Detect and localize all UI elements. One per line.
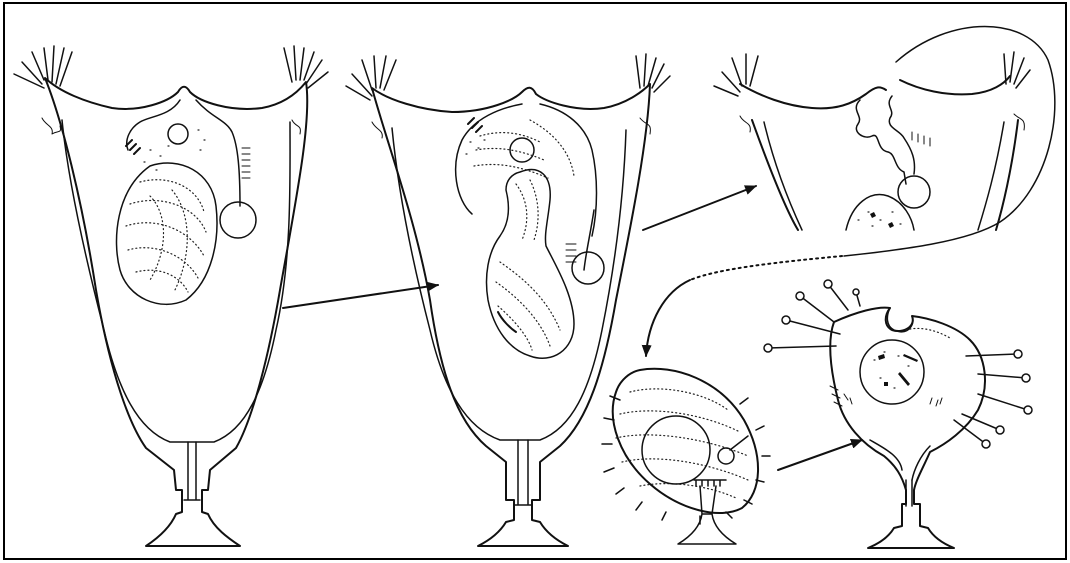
arrow-stage-2-to-3 bbox=[643, 186, 756, 230]
stage-2-stalk bbox=[514, 440, 532, 505]
stage-3-oral-tube bbox=[856, 96, 914, 184]
arrow-stage-1-to-2 bbox=[283, 285, 438, 308]
stage-1-stalk bbox=[184, 442, 200, 500]
stage-2-cilia-right bbox=[636, 54, 670, 92]
stage-5-macronucleus bbox=[860, 340, 924, 404]
stage-1-cilia-left bbox=[14, 46, 72, 88]
stage-3-oral-eversion bbox=[714, 27, 1055, 257]
stage-5-chromatin bbox=[878, 354, 918, 386]
stage-5-tentacle-knobs bbox=[764, 280, 1032, 448]
stage-2-peristome-lips bbox=[372, 118, 650, 138]
stage-1-macronucleus bbox=[116, 163, 216, 304]
figure-border bbox=[4, 3, 1066, 559]
arrow-stage-4-to-5 bbox=[778, 440, 862, 470]
stage-3-outer-walls bbox=[752, 120, 1018, 230]
stage-3-body-left bbox=[740, 84, 886, 108]
stage-1-micronucleus-mark bbox=[126, 140, 140, 154]
stage-4-canal bbox=[730, 436, 748, 450]
stage-2-food-vacuole bbox=[510, 138, 534, 162]
stage-4-macronucleus bbox=[642, 416, 710, 484]
stage-1-adult-cell bbox=[14, 46, 328, 546]
stage-3-peristome-lips bbox=[740, 114, 1024, 132]
stage-5-oral-cup bbox=[887, 308, 913, 332]
stage-1-macronucleus-texture bbox=[126, 180, 206, 292]
stage-5-granules bbox=[906, 328, 950, 338]
stage-4-bands bbox=[616, 389, 748, 498]
stage-5-radiating-tentacles bbox=[768, 284, 1028, 444]
stage-1-vacuole-canal-ticks bbox=[242, 148, 250, 178]
stage-2-canal bbox=[584, 210, 594, 270]
stage-2-cilia-left bbox=[346, 56, 396, 100]
stage-5-settled-cell bbox=[764, 280, 1032, 548]
arrow-to-stage-4-curve bbox=[646, 280, 690, 356]
stage-4-scopula bbox=[694, 480, 726, 486]
stage-1-body-outline bbox=[45, 78, 307, 546]
stage-3-nucleus-spots bbox=[870, 212, 894, 228]
stage-4-swarmer bbox=[602, 369, 770, 544]
stage-2-granules bbox=[466, 140, 485, 154]
stage-3-inner-walls bbox=[764, 122, 1004, 230]
stage-4-vacuole bbox=[718, 448, 734, 464]
stage-2-dividing-cell bbox=[346, 54, 670, 546]
stage-2-macronucleus bbox=[487, 170, 575, 359]
stage-2-contractile-vacuole bbox=[572, 252, 604, 284]
stage-3-nucleus-texture bbox=[858, 212, 902, 226]
stage-3-cilia-right bbox=[1004, 52, 1030, 88]
stage-1-contractile-vacuole bbox=[220, 202, 256, 238]
stage-3-vacuole bbox=[898, 176, 930, 208]
stage-1-food-vacuole bbox=[168, 124, 188, 144]
stage-3-nucleus bbox=[846, 195, 914, 230]
stage-1-cytopharynx bbox=[127, 100, 240, 206]
dashed-connector bbox=[690, 256, 842, 280]
stage-1-inner-wall bbox=[62, 120, 290, 442]
stage-3-canal-ticks bbox=[912, 132, 930, 146]
stage-3-body-right bbox=[900, 76, 1010, 94]
stage-2-sac-striations bbox=[474, 120, 574, 178]
